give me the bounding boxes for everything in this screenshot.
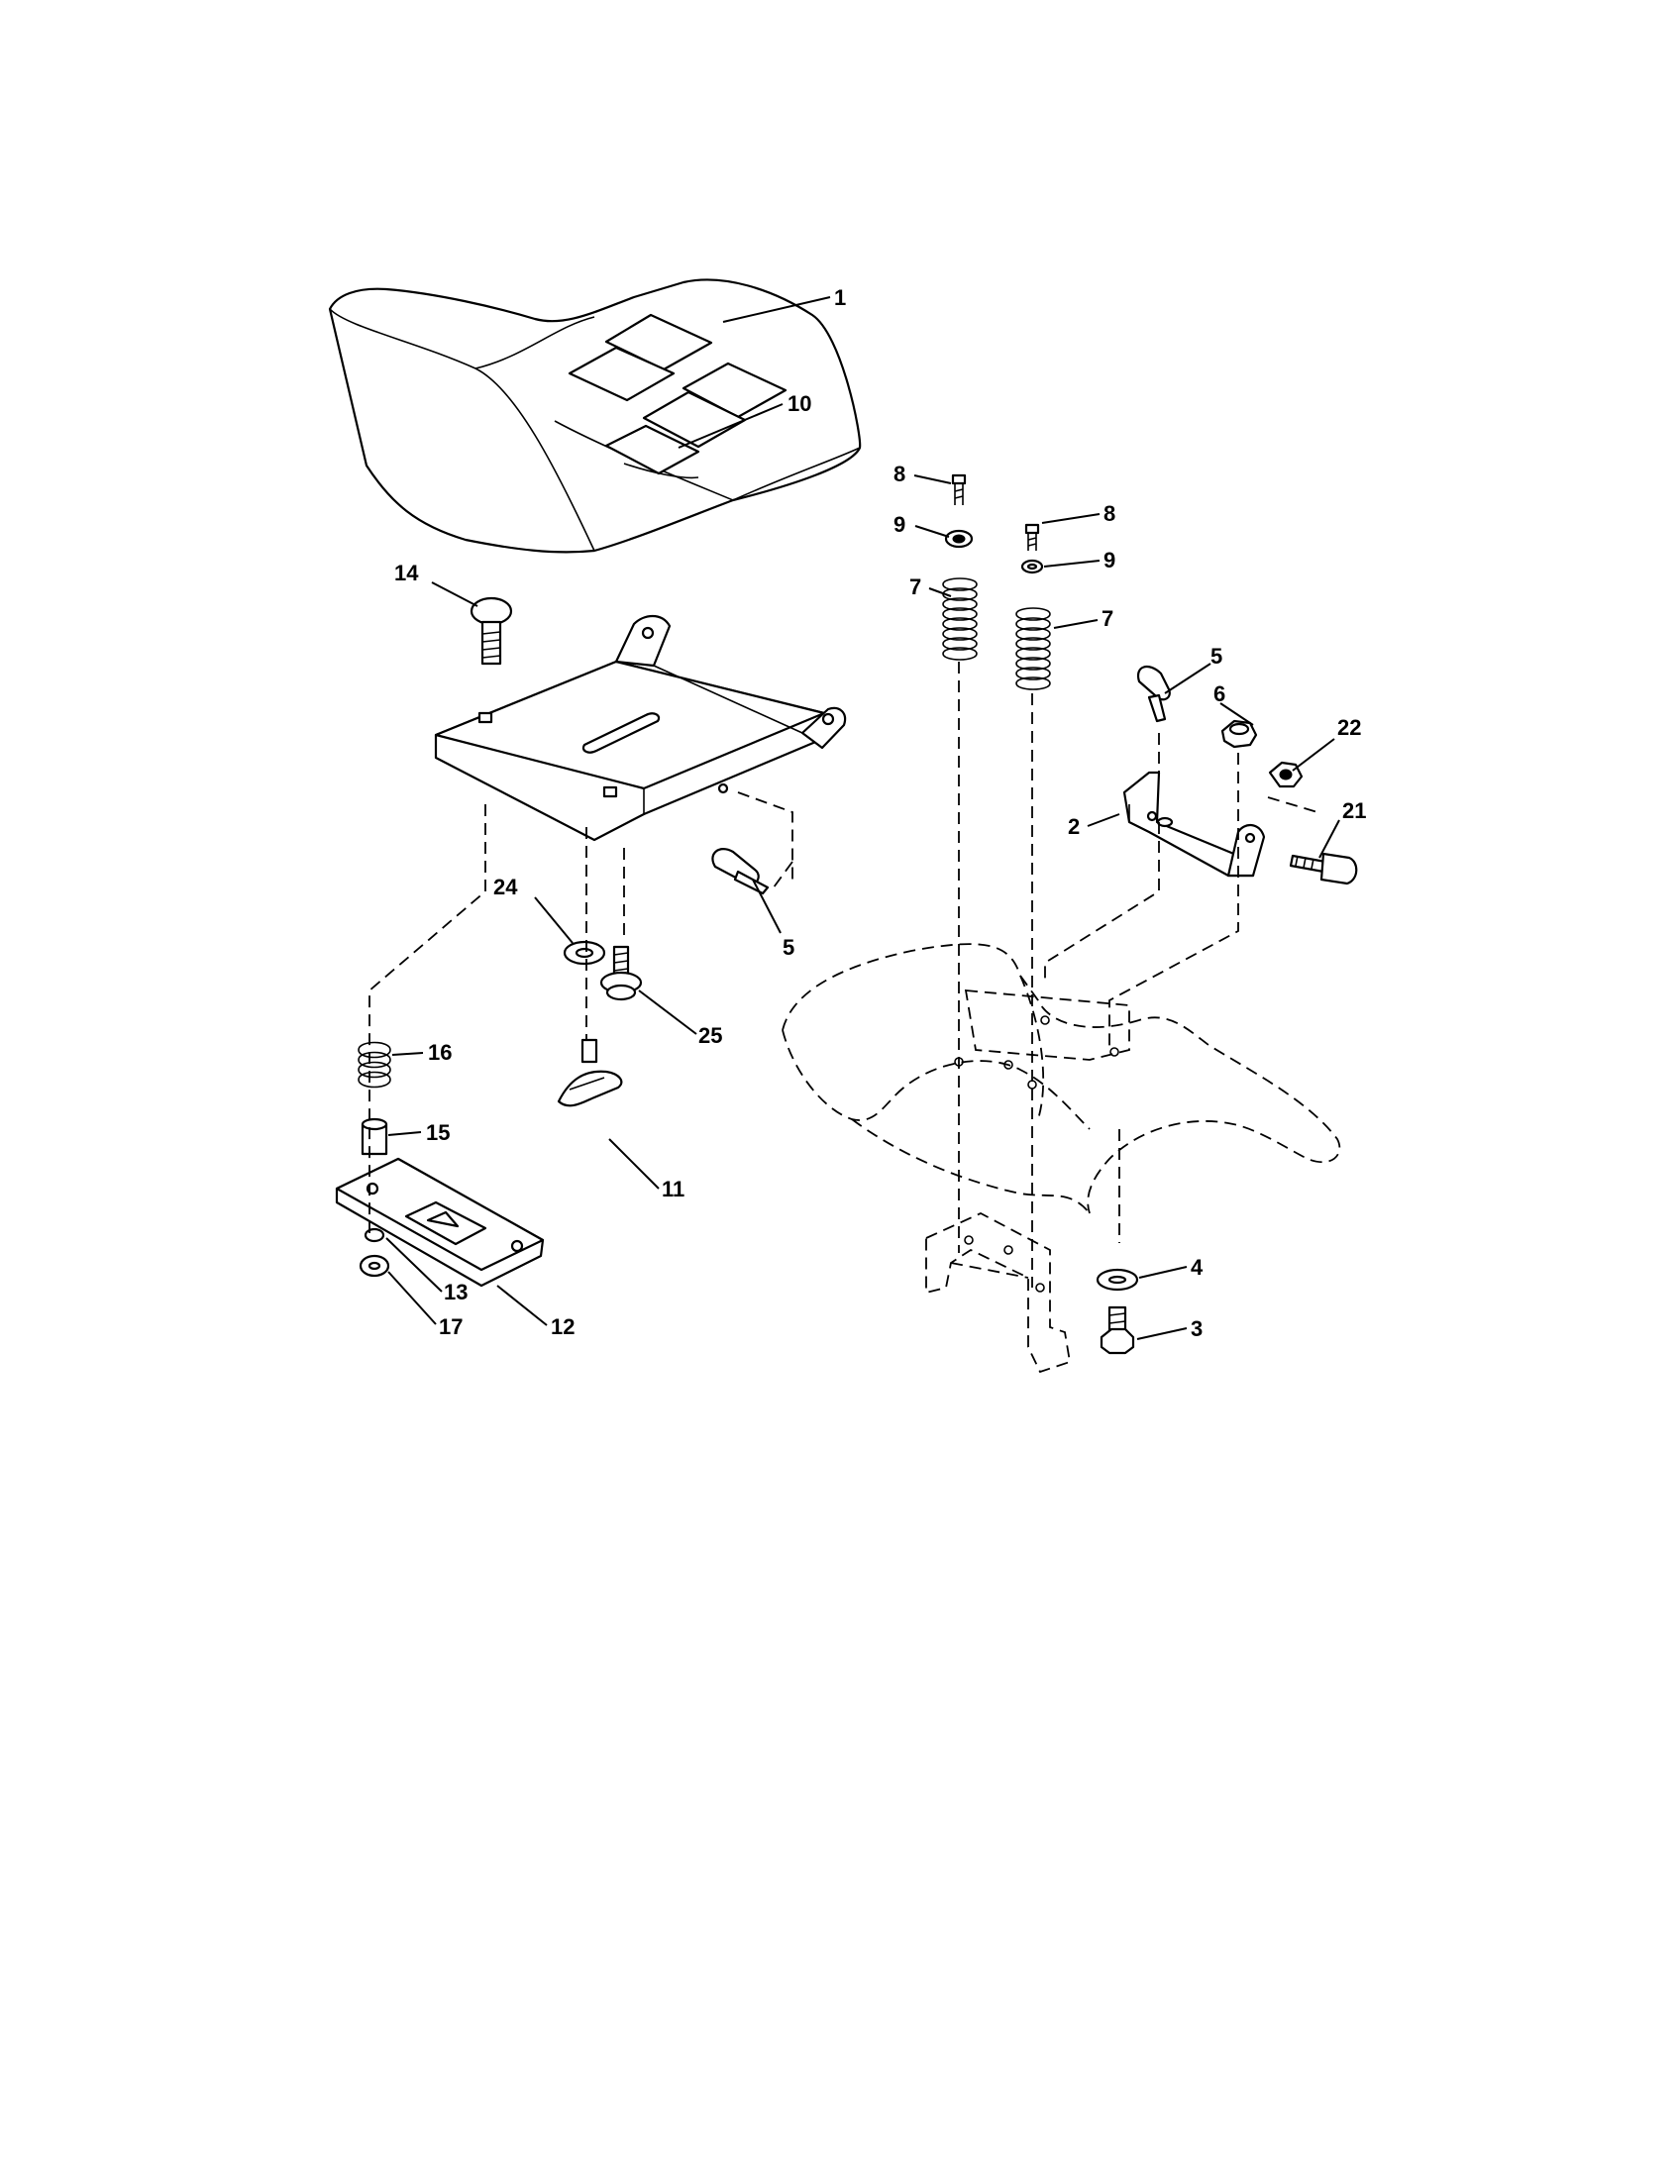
hex-bolt-3-part — [1100, 1305, 1135, 1355]
callout-7-right: 7 — [1102, 606, 1113, 631]
bushing-part — [361, 1117, 388, 1156]
leader-lines — [385, 296, 1340, 1340]
callout-11: 11 — [662, 1177, 684, 1201]
callout-3: 3 — [1191, 1316, 1203, 1341]
fender-chassis-outline — [782, 943, 1341, 1374]
callout-17: 17 — [439, 1314, 463, 1339]
bolt-8-right — [1024, 523, 1040, 551]
callout-5-lower: 5 — [783, 935, 794, 960]
spring-7-left — [942, 577, 978, 661]
callout-13: 13 — [444, 1280, 468, 1304]
callout-15: 15 — [426, 1120, 450, 1145]
carriage-bolt-part — [470, 596, 513, 666]
seat-bracket-part — [1122, 771, 1266, 878]
callout-9-left: 9 — [893, 512, 905, 537]
hairpin-clip-upper — [1136, 665, 1171, 723]
seat-pan-part — [434, 614, 847, 842]
seat-part — [328, 278, 862, 554]
callout-10: 10 — [788, 391, 811, 416]
callout-2: 2 — [1068, 814, 1080, 839]
callout-7-left: 7 — [909, 574, 921, 599]
shoulder-bolt-part — [599, 945, 643, 1001]
washer-9-right — [1020, 559, 1044, 574]
callout-labels: 1 2 3 4 5 5 6 7 7 8 8 9 9 10 11 12 13 14… — [394, 285, 1366, 1341]
hairpin-clip-lower — [711, 791, 793, 895]
callout-21: 21 — [1342, 798, 1366, 823]
nut-13-part — [364, 1227, 385, 1243]
washer-part — [563, 940, 606, 966]
washer-4-part — [1096, 1268, 1139, 1292]
spring-small-part — [358, 1041, 391, 1089]
callout-8-right: 8 — [1103, 501, 1115, 526]
callout-16: 16 — [428, 1040, 452, 1065]
pivot-bolt-part — [1289, 852, 1358, 885]
callout-25: 25 — [698, 1023, 722, 1048]
callout-12: 12 — [551, 1314, 575, 1339]
wing-knob-part — [557, 1038, 623, 1107]
left-alignment-lines — [368, 804, 625, 1233]
callout-1: 1 — [834, 285, 846, 310]
washer-9-left — [944, 529, 974, 549]
callout-9-right: 9 — [1103, 548, 1115, 572]
callout-4: 4 — [1191, 1255, 1204, 1280]
right-alignment-lines — [958, 662, 1318, 1288]
callout-5-upper: 5 — [1210, 644, 1222, 669]
callout-6: 6 — [1213, 681, 1225, 706]
callout-24: 24 — [493, 875, 518, 899]
spring-7-right — [1015, 607, 1051, 690]
flange-nut-17-part — [359, 1254, 390, 1278]
callout-14: 14 — [394, 561, 419, 585]
callout-8-left: 8 — [893, 462, 905, 486]
nut-6-part — [1220, 719, 1258, 749]
bolt-8-left — [951, 473, 967, 505]
callout-22: 22 — [1337, 715, 1361, 740]
